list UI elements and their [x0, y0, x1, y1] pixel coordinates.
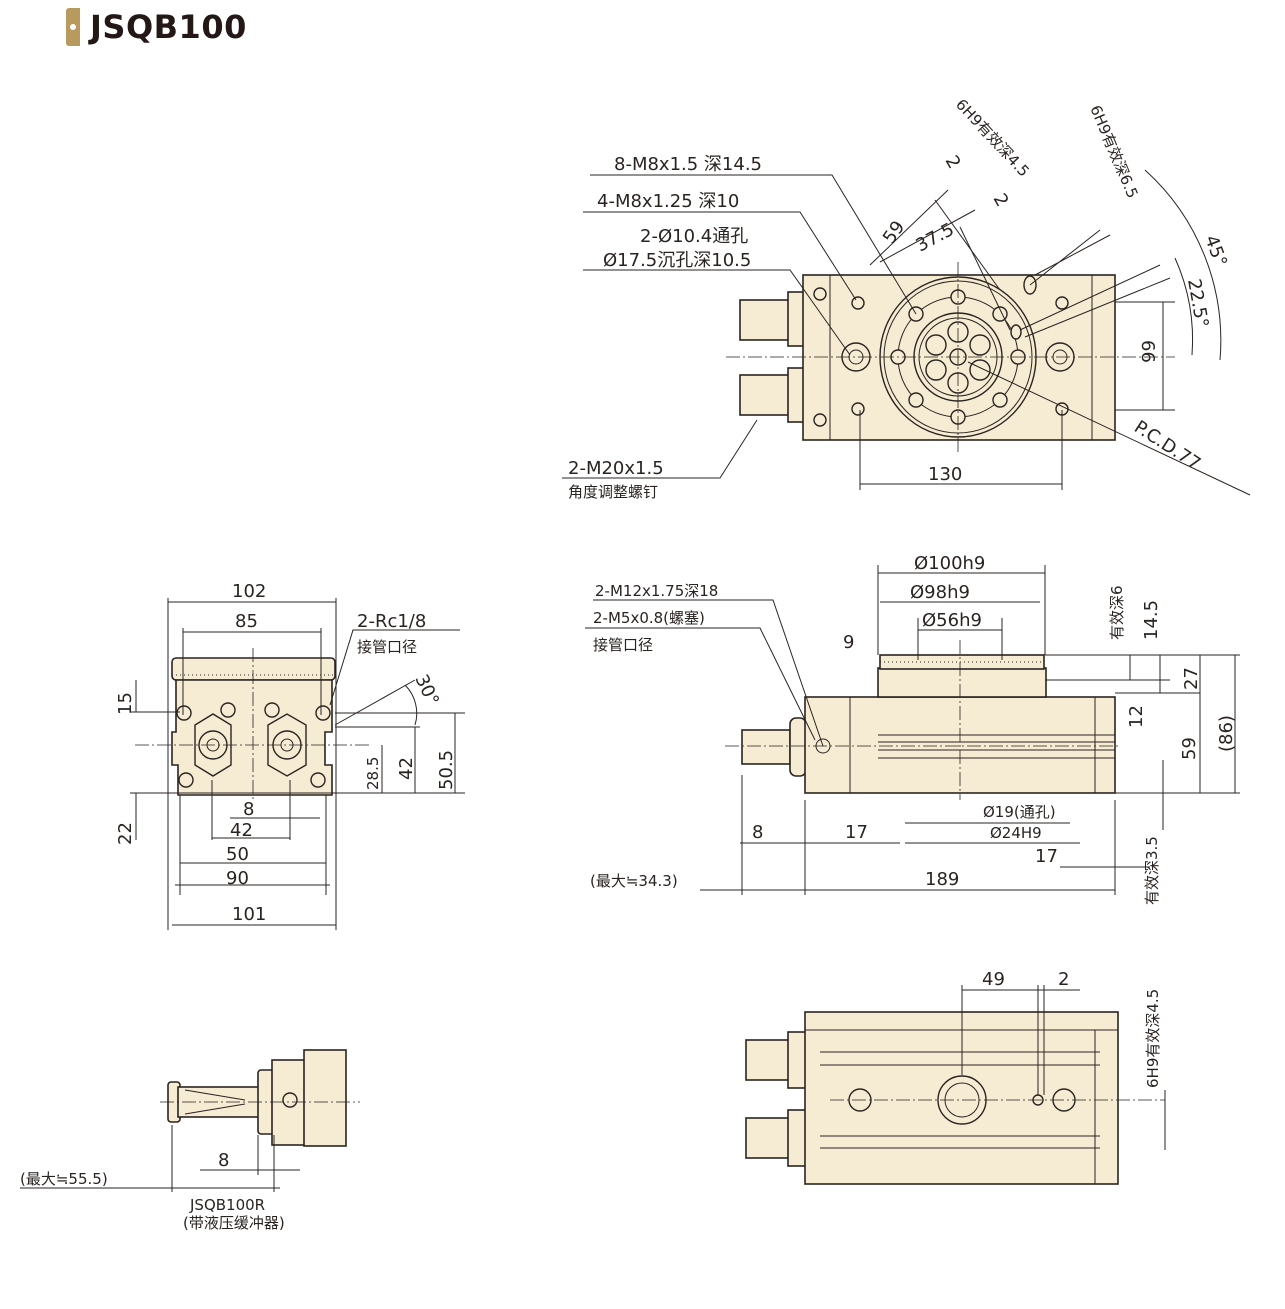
dim-37-5: 37.5 — [912, 219, 957, 256]
dim-101: 101 — [232, 904, 266, 925]
dim-8-end: 8 — [243, 799, 254, 820]
dim-2b: 2 — [989, 190, 1013, 210]
end-view: 102 85 2-Rc1/8 接管口径 15 30° 28.5 42 50.5 … — [115, 581, 465, 930]
dim-42-width: 42 — [230, 820, 253, 841]
dim-50: 50 — [226, 844, 249, 865]
dim-d24: Ø24H9 — [990, 824, 1042, 842]
dim-9: 9 — [843, 632, 854, 653]
dim-66: 66 — [1137, 340, 1158, 363]
dim-2-bottom: 2 — [1058, 969, 1069, 990]
dim-pin-hole-bottom: 6H9有效深4.5 — [1144, 989, 1162, 1088]
callout-tapped-holes-8: 8-M8x1.5 深14.5 — [614, 154, 762, 175]
callout-through-hole: 2-Ø10.4通孔 — [640, 226, 748, 247]
dim-102: 102 — [232, 581, 266, 602]
side-view: 2-M12x1.75深18 2-M5x0.8(螺塞) 接管口径 Ø100h9 Ø… — [585, 553, 1240, 905]
callout-mount-thread: 2-M12x1.75深18 — [595, 582, 718, 600]
option-model: JSQB100R — [189, 1196, 265, 1214]
adjust-screw-lower — [739, 374, 791, 416]
callout-adjust-thread: 2-M20x1.5 — [568, 458, 664, 479]
callout-plug: 2-M5x0.8(螺塞) — [593, 609, 705, 627]
dim-22-5deg: 22.5° — [1183, 277, 1212, 329]
dim-pin-hole-4-5: 6H9有效深4.5 — [952, 95, 1033, 180]
bottom-view: 49 2 6H9有效深4.5 — [745, 969, 1166, 1185]
shock-absorber-view: 8 (最大≒55.5) JSQB100R (带液压缓冲器) — [20, 1049, 360, 1232]
dim-2a: 2 — [941, 152, 965, 172]
dim-17a: 17 — [845, 822, 868, 843]
dim-86: (86) — [1216, 715, 1237, 752]
callout-port-size-end: 接管口径 — [357, 638, 417, 656]
dim-50-5: 50.5 — [436, 750, 457, 790]
dim-depth-3-5: 有效深3.5 — [1143, 836, 1161, 905]
dim-14-5: 14.5 — [1141, 600, 1162, 640]
dim-d56: Ø56h9 — [922, 610, 982, 631]
option-note: (带液压缓冲器) — [183, 1214, 285, 1232]
dim-85: 85 — [235, 611, 258, 632]
callout-adjust-screw-label: 角度调整螺钉 — [568, 483, 658, 501]
top-view: 8-M8x1.5 深14.5 4-M8x1.25 深10 2-Ø10.4通孔 Ø… — [562, 95, 1251, 501]
adjust-screw-upper — [739, 299, 791, 341]
dim-d19: Ø19(通孔) — [983, 803, 1056, 821]
dim-d98: Ø98h9 — [910, 582, 970, 603]
dim-189: 189 — [925, 869, 959, 890]
dim-130: 130 — [928, 464, 962, 485]
title-badge-icon — [66, 8, 80, 46]
dim-49: 49 — [982, 969, 1005, 990]
dim-90: 90 — [226, 868, 249, 889]
dim-15: 15 — [115, 692, 136, 715]
dim-59: 59 — [879, 217, 909, 248]
dim-17b: 17 — [1035, 846, 1058, 867]
dim-59: 59 — [1179, 737, 1200, 760]
dim-max-34-3: (最大≒34.3) — [590, 872, 678, 890]
dim-d100: Ø100h9 — [914, 553, 985, 574]
callout-rc-port: 2-Rc1/8 — [357, 611, 426, 632]
callout-counterbore: Ø17.5沉孔深10.5 — [603, 250, 751, 271]
dim-depth-6: 有效深6 — [1108, 585, 1126, 640]
dim-pin-hole-6-5: 6H9有效深6.5 — [1086, 103, 1141, 201]
callout-port-size: 接管口径 — [593, 636, 653, 654]
dim-max-55-5: (最大≒55.5) — [20, 1170, 108, 1188]
dim-8: 8 — [752, 822, 763, 843]
page-title: JSQB100 — [66, 8, 247, 46]
dim-27: 27 — [1181, 667, 1202, 690]
dim-42-height: 42 — [396, 757, 417, 780]
model-title: JSQB100 — [90, 8, 247, 46]
callout-tapped-holes-4: 4-M8x1.25 深10 — [597, 191, 739, 212]
dim-12: 12 — [1126, 705, 1147, 728]
dim-22: 22 — [115, 822, 136, 845]
dim-45deg: 45° — [1200, 233, 1231, 270]
dim-28-5: 28.5 — [364, 757, 382, 790]
dim-8-option: 8 — [218, 1150, 229, 1171]
dim-pcd: P.C.D.77 — [1130, 417, 1204, 475]
